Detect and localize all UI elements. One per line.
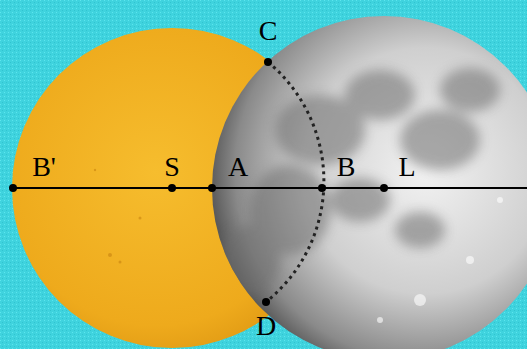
moon-craters — [377, 197, 503, 323]
sun-spots — [94, 169, 142, 264]
point-label: D — [256, 312, 276, 340]
point-dots — [9, 58, 388, 306]
point-label: S — [164, 153, 180, 181]
point-label: L — [398, 153, 415, 181]
point-label: A — [228, 153, 248, 181]
center-line — [13, 187, 527, 189]
point-label: B' — [32, 153, 56, 181]
point-label: C — [259, 17, 278, 45]
moon-maria — [220, 68, 500, 295]
moon-disc — [212, 16, 527, 349]
point-label: B — [337, 153, 356, 181]
chord-arc — [266, 62, 324, 302]
